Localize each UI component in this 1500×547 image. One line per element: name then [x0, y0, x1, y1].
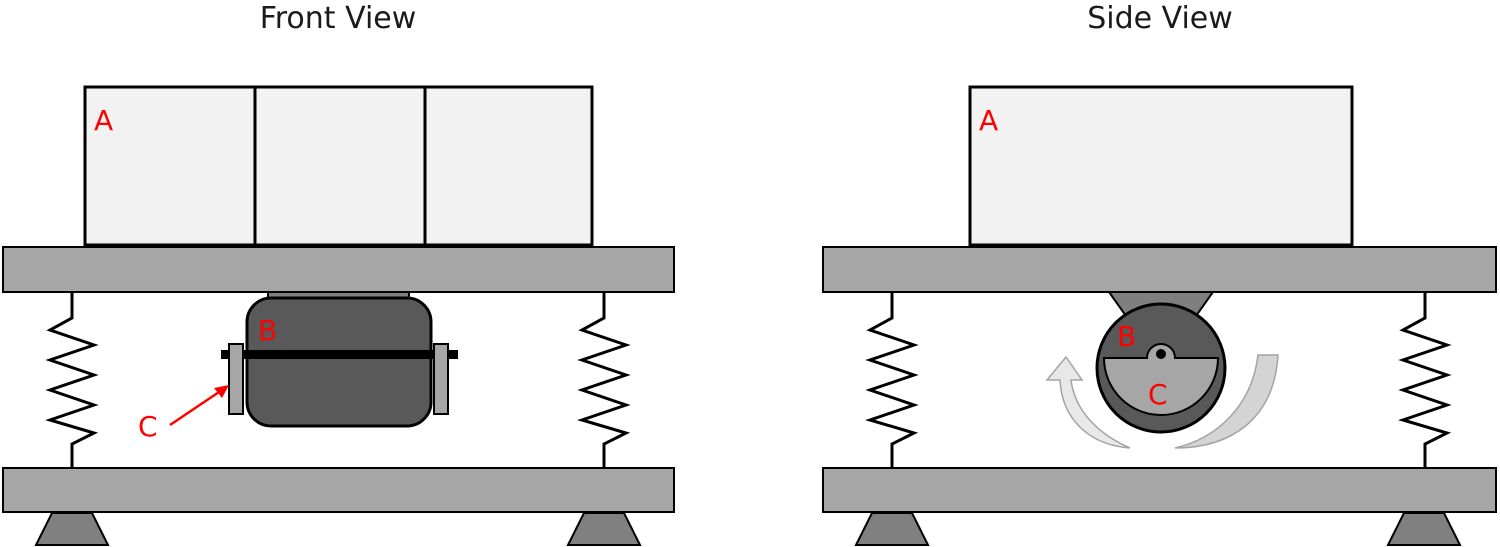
front-eccentric-weight-right	[433, 343, 449, 415]
side-spring-right	[1398, 293, 1452, 468]
front-label-c-arrow	[169, 386, 226, 427]
front-label-c: C	[138, 410, 158, 443]
front-top-plate	[2, 246, 675, 293]
side-label-c: C	[1148, 378, 1168, 411]
side-rotation-arrow-right	[1174, 354, 1279, 449]
front-view: Front View A B C	[2, 1, 675, 546]
side-view: Side View A B C	[822, 1, 1497, 546]
front-label-b: B	[258, 314, 277, 347]
side-label-a: A	[979, 104, 998, 137]
side-view-title: Side View	[1087, 1, 1233, 36]
front-spring-right	[577, 293, 631, 468]
front-label-c-arrowhead	[214, 385, 229, 398]
front-eccentric-weight-left	[228, 343, 244, 415]
side-foot-left	[854, 512, 930, 546]
front-view-title: Front View	[260, 1, 417, 36]
front-spring-left	[45, 293, 99, 468]
side-top-plate	[822, 246, 1497, 293]
front-load-box-left	[83, 85, 257, 247]
front-load-box-middle	[253, 85, 427, 247]
side-eccentric-weight	[1102, 343, 1220, 416]
front-bottom-plate	[2, 467, 675, 513]
front-foot-right	[566, 512, 642, 546]
side-rotation-arrow-left	[1045, 355, 1131, 449]
front-motor-body	[245, 296, 433, 428]
front-load-box-right	[423, 85, 594, 247]
side-foot-right	[1386, 512, 1462, 546]
side-bottom-plate	[822, 467, 1497, 513]
side-motor-shaft	[1156, 349, 1166, 359]
side-label-b: B	[1117, 320, 1136, 353]
front-foot-left	[34, 512, 110, 546]
front-load-boxes	[83, 85, 594, 247]
front-motor-shaft	[221, 350, 458, 359]
side-spring-left	[865, 293, 919, 468]
side-load-box	[968, 85, 1354, 247]
front-label-a: A	[94, 104, 113, 137]
